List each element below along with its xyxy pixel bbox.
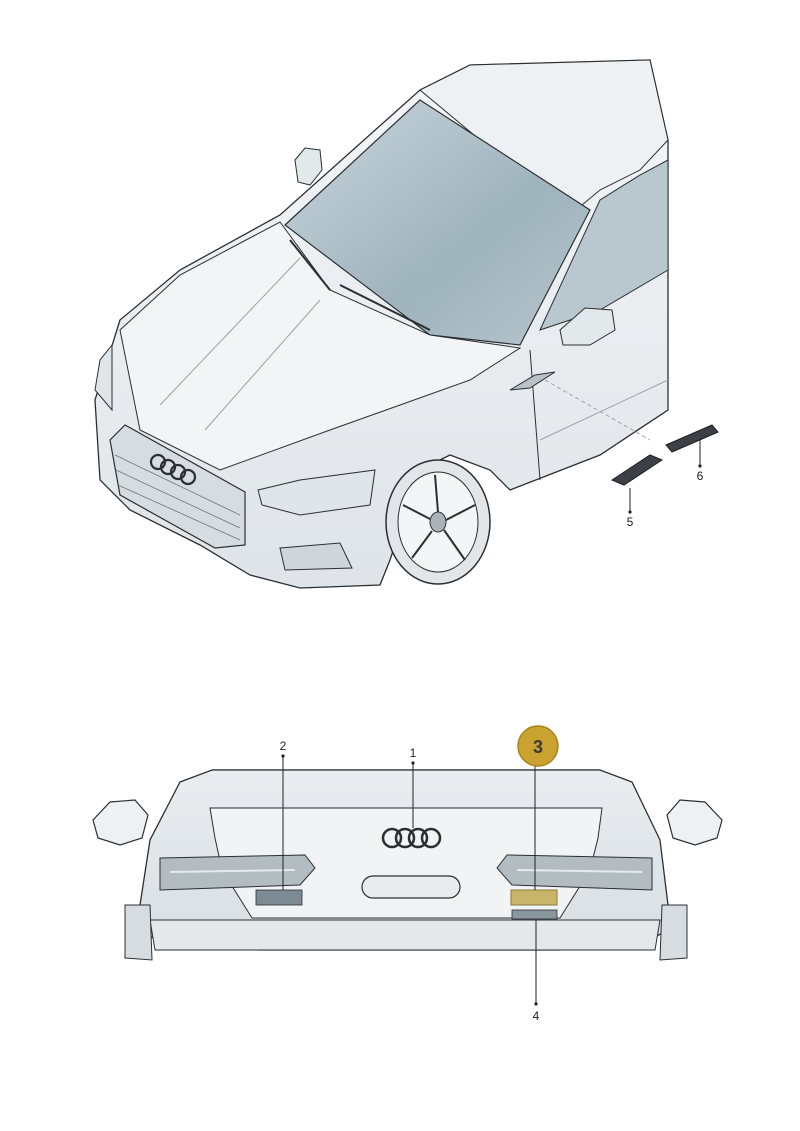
callout-5-label: 5 <box>627 515 634 529</box>
headlight-right <box>94 343 113 412</box>
callout-4-label: 4 <box>533 1009 540 1023</box>
front-wheel <box>385 459 491 585</box>
callout-4[interactable]: 4 <box>533 919 540 1023</box>
tail-light-right <box>496 854 653 891</box>
front-grille <box>109 424 246 549</box>
front-rings-logo <box>149 453 197 486</box>
highlight-badge[interactable] <box>517 725 559 767</box>
callout-6-label: 6 <box>697 469 704 483</box>
right-mirror <box>559 307 616 346</box>
rear-mirror-right <box>666 799 723 846</box>
callout-2-label: 2 <box>280 739 287 753</box>
callout-5[interactable]: 5 <box>627 488 634 529</box>
side-badge-part-6 <box>665 424 719 453</box>
hood <box>119 221 522 471</box>
badge-part-4 <box>511 909 558 920</box>
license-plate-recess <box>361 875 461 899</box>
headlight-left <box>257 469 376 516</box>
front-car-view <box>94 59 719 589</box>
rear-car-view <box>92 769 723 961</box>
callout-1[interactable]: 1 <box>410 746 417 828</box>
callout-2[interactable]: 2 <box>280 739 287 890</box>
badge-part-3-highlighted <box>510 889 558 906</box>
badge-part-2 <box>255 889 303 906</box>
left-mirror <box>294 147 323 186</box>
rear-rings-logo-part-1 <box>381 827 442 849</box>
windshield <box>284 99 591 346</box>
callout-3-highlighted[interactable]: 3 <box>517 725 559 890</box>
tail-light-left <box>159 854 316 891</box>
trunk-lid <box>209 807 603 919</box>
callout-3-label: 3 <box>533 737 543 757</box>
rear-mirror-left <box>92 799 149 846</box>
callout-6[interactable]: 6 <box>697 440 704 483</box>
callout-1-label: 1 <box>410 746 417 760</box>
side-badge-part-5 <box>610 454 664 486</box>
